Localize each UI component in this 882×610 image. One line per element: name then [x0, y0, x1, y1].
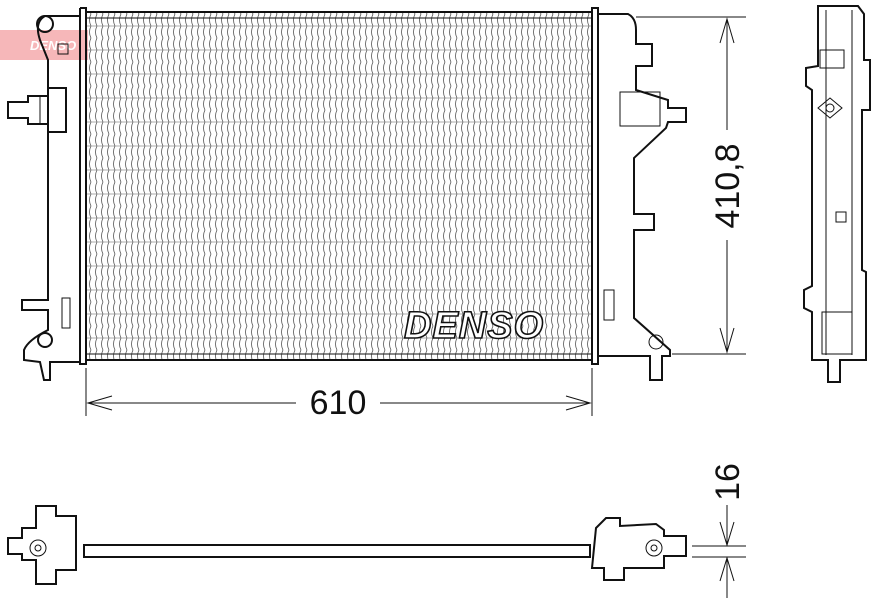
left-tank — [21, 7, 87, 381]
width-label: 610 — [310, 384, 367, 422]
svg-text:DENSO: DENSO — [30, 38, 76, 53]
height-dimension: 410,8 — [636, 16, 747, 355]
depth-dimension: 16 — [692, 463, 747, 598]
bottom-view — [7, 505, 687, 585]
depth-label: 16 — [709, 463, 747, 501]
radiator-core — [85, 11, 593, 361]
width-dimension: 610 — [85, 368, 593, 422]
denso-logo: DENSO — [404, 305, 544, 347]
watermark-logo: DENSO — [0, 30, 88, 60]
side-view — [803, 5, 871, 383]
right-tank — [591, 7, 687, 381]
height-label: 410,8 — [709, 143, 747, 228]
front-view: DENSO — [7, 7, 687, 381]
